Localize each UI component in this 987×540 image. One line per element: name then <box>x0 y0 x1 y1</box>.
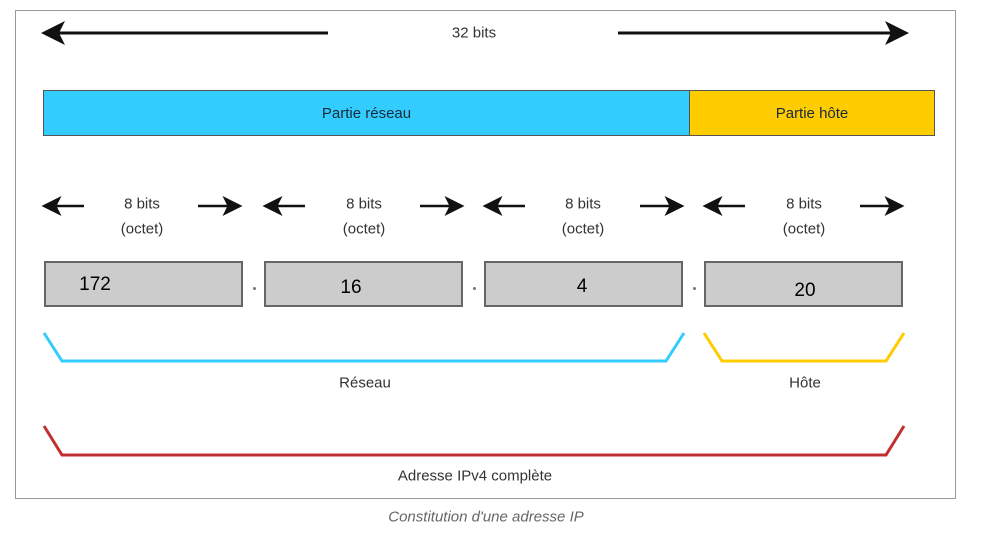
network-part-bar: Partie réseau <box>43 90 690 136</box>
full-address-label: Adresse IPv4 complète <box>397 467 553 485</box>
octet-bits-label: 8 bits <box>124 195 160 213</box>
octet-unit-label: (octet) <box>782 220 826 238</box>
separator-dot <box>253 287 256 290</box>
host-label: Hôte <box>789 374 821 392</box>
octet-value-3: 4 <box>576 276 588 297</box>
octet-unit-label: (octet) <box>561 220 605 238</box>
network-bracket <box>42 332 686 363</box>
octet-box-1 <box>44 261 243 307</box>
octet-bits-label: 8 bits <box>346 195 382 213</box>
full-address-bracket <box>42 425 906 457</box>
octet-bits-label: 8 bits <box>565 195 601 213</box>
diagram-frame <box>15 10 956 499</box>
octet-value-1: 172 <box>79 274 111 295</box>
octet-bits-label: 8 bits <box>786 195 822 213</box>
octet-box-4 <box>704 261 903 307</box>
total-bits-label: 32 bits <box>451 24 497 42</box>
figure-caption: Constitution d'une adresse IP <box>388 508 584 526</box>
octet-value-4: 20 <box>794 280 816 301</box>
octet-unit-label: (octet) <box>120 220 164 238</box>
host-part-bar: Partie hôte <box>689 90 935 136</box>
network-label: Réseau <box>339 374 391 392</box>
octet-box-2 <box>264 261 463 307</box>
separator-dot <box>693 287 696 290</box>
octet-unit-label: (octet) <box>342 220 386 238</box>
separator-dot <box>473 287 476 290</box>
octet-box-3 <box>484 261 683 307</box>
host-bracket <box>702 332 906 363</box>
octet-value-2: 16 <box>340 277 362 298</box>
